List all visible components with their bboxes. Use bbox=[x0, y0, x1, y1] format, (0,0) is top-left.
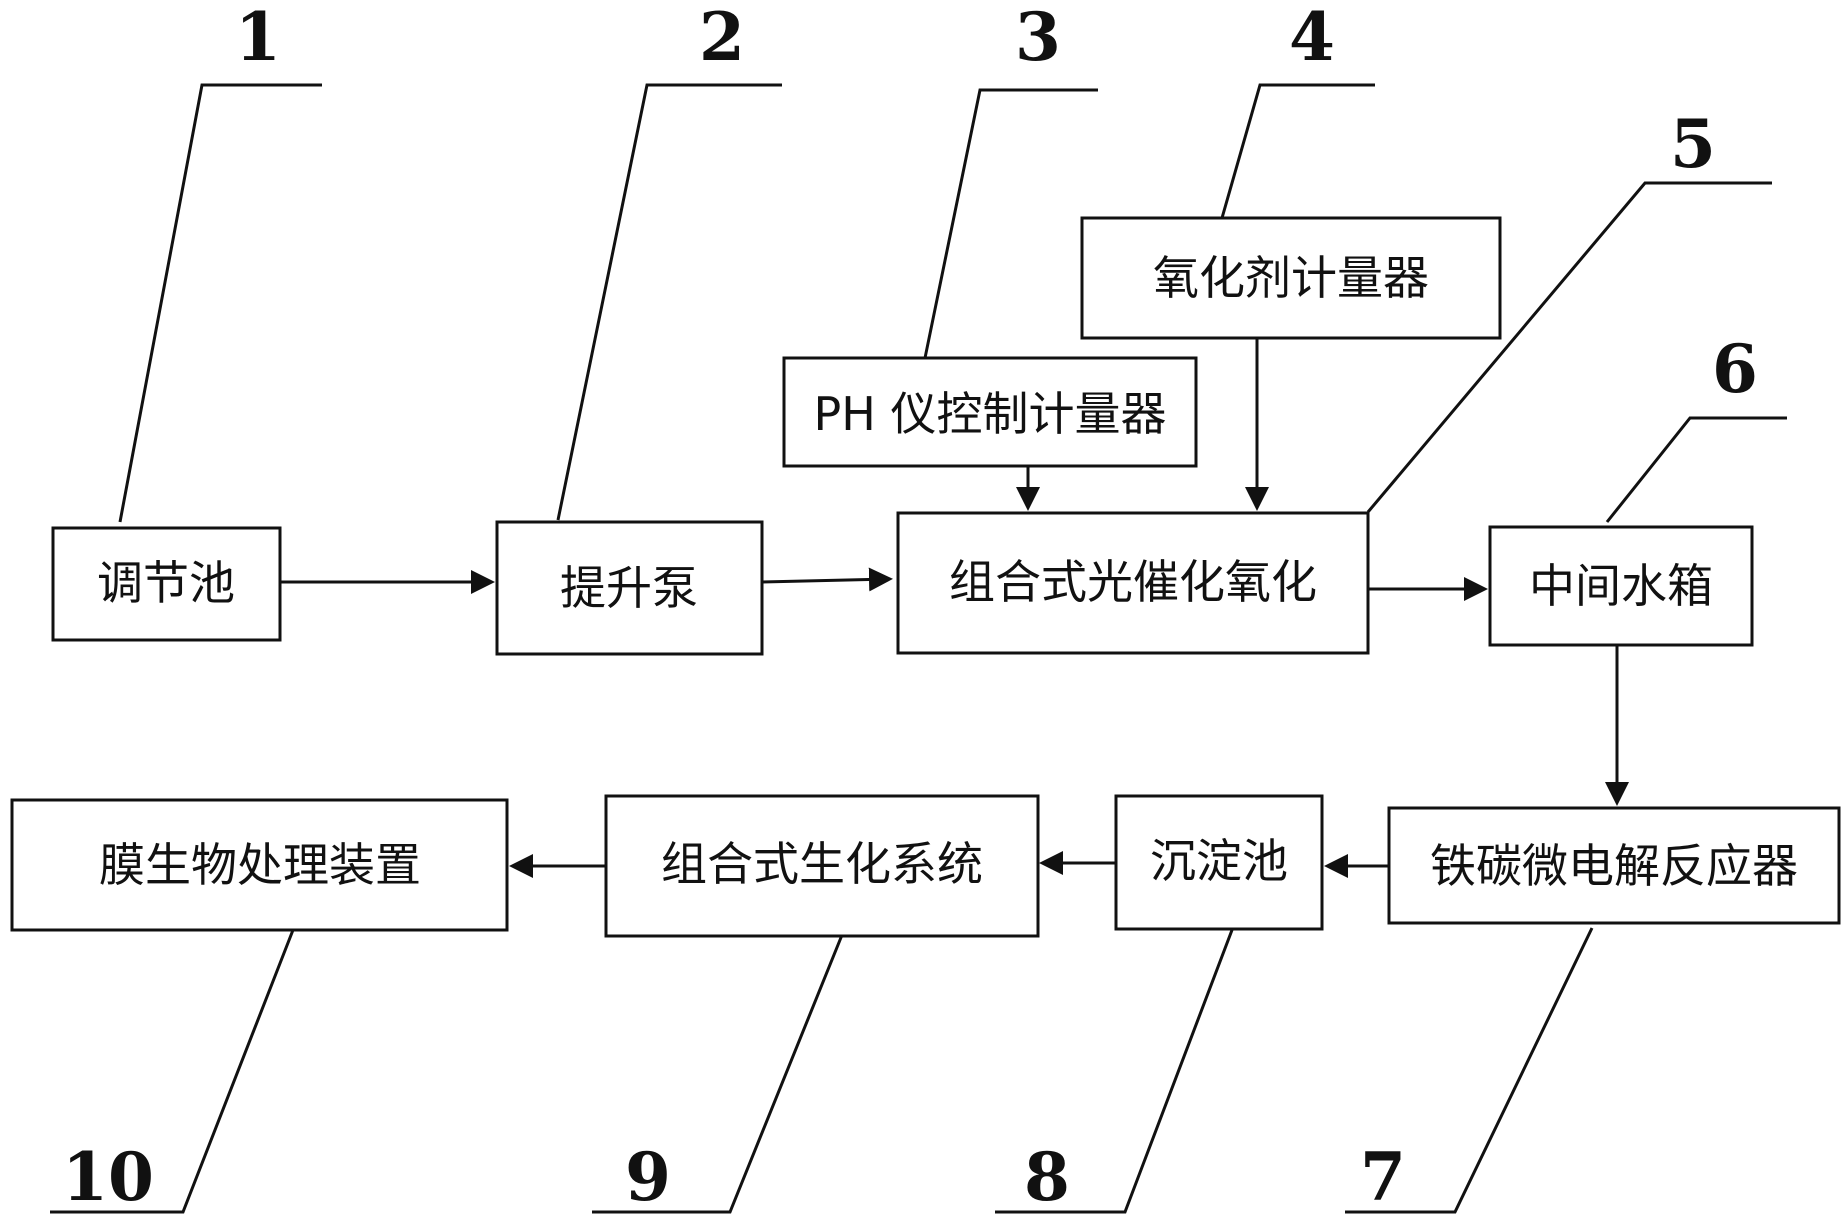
callout-10: 10 bbox=[62, 1138, 154, 1216]
callout-4: 4 bbox=[1289, 0, 1335, 76]
node-n4-box bbox=[1080, 216, 1502, 340]
node-n7-box bbox=[1387, 806, 1841, 925]
node-n5-box bbox=[896, 511, 1370, 655]
node-n10-label: 膜生物处理装置 bbox=[99, 838, 421, 892]
leader-10 bbox=[50, 929, 295, 1214]
node-n4-label: 氧化剂计量器 bbox=[1153, 251, 1429, 305]
node-n3: PH 仪控制计量器 bbox=[782, 356, 1198, 468]
node-n8: 沉淀池 bbox=[1114, 794, 1324, 931]
node-n6-box bbox=[1488, 525, 1754, 647]
leader-5 bbox=[1366, 181, 1772, 513]
node-n2: 提升泵 bbox=[495, 520, 764, 656]
callout-1: 1 bbox=[235, 0, 281, 76]
node-n7: 铁碳微电解反应器 bbox=[1387, 806, 1841, 925]
leader-lines bbox=[50, 83, 1787, 1214]
node-n4: 氧化剂计量器 bbox=[1080, 216, 1502, 340]
node-n3-box bbox=[782, 356, 1198, 468]
callout-2: 2 bbox=[699, 0, 745, 76]
node-n10-box bbox=[10, 798, 509, 932]
node-n2-box bbox=[495, 520, 764, 656]
node-n5: 组合式光催化氧化 bbox=[896, 511, 1370, 655]
node-n8-box bbox=[1114, 794, 1324, 931]
edge-n2-n5 bbox=[761, 567, 893, 592]
node-n6-label: 中间水箱 bbox=[1529, 559, 1713, 613]
node-n1: 调节池 bbox=[51, 526, 282, 642]
leader-9 bbox=[592, 934, 844, 1214]
node-n7-label: 铁碳微电解反应器 bbox=[1430, 839, 1798, 893]
leader-8 bbox=[995, 929, 1234, 1214]
leader-3 bbox=[923, 88, 1098, 359]
node-n5-label: 组合式光催化氧化 bbox=[949, 555, 1317, 609]
callout-8: 8 bbox=[1024, 1138, 1070, 1216]
leader-2 bbox=[556, 83, 782, 521]
node-n8-label: 沉淀池 bbox=[1150, 834, 1288, 888]
leader-1 bbox=[118, 83, 322, 523]
leader-6 bbox=[1605, 416, 1787, 523]
flow-arrows bbox=[280, 338, 1629, 878]
callout-3: 3 bbox=[1015, 0, 1061, 76]
callout-7: 7 bbox=[1360, 1138, 1406, 1216]
node-n1-box bbox=[51, 526, 282, 642]
callout-6: 6 bbox=[1712, 330, 1758, 408]
node-n1-label: 调节池 bbox=[97, 556, 235, 610]
callout-9: 9 bbox=[625, 1138, 671, 1216]
callout-numbers: 1 2 3 4 5 6 7 8 9 10 bbox=[62, 0, 1758, 1216]
node-n2-label: 提升泵 bbox=[560, 561, 698, 615]
callout-5: 5 bbox=[1670, 105, 1716, 183]
node-n9-label: 组合式生化系统 bbox=[661, 837, 983, 891]
node-n6: 中间水箱 bbox=[1488, 525, 1754, 647]
node-n3-label: PH 仪控制计量器 bbox=[814, 387, 1167, 441]
leader-7 bbox=[1345, 927, 1594, 1214]
node-n10: 膜生物处理装置 bbox=[10, 798, 509, 932]
node-n9-box bbox=[604, 794, 1040, 938]
node-n9: 组合式生化系统 bbox=[604, 794, 1040, 938]
leader-4 bbox=[1220, 83, 1375, 219]
